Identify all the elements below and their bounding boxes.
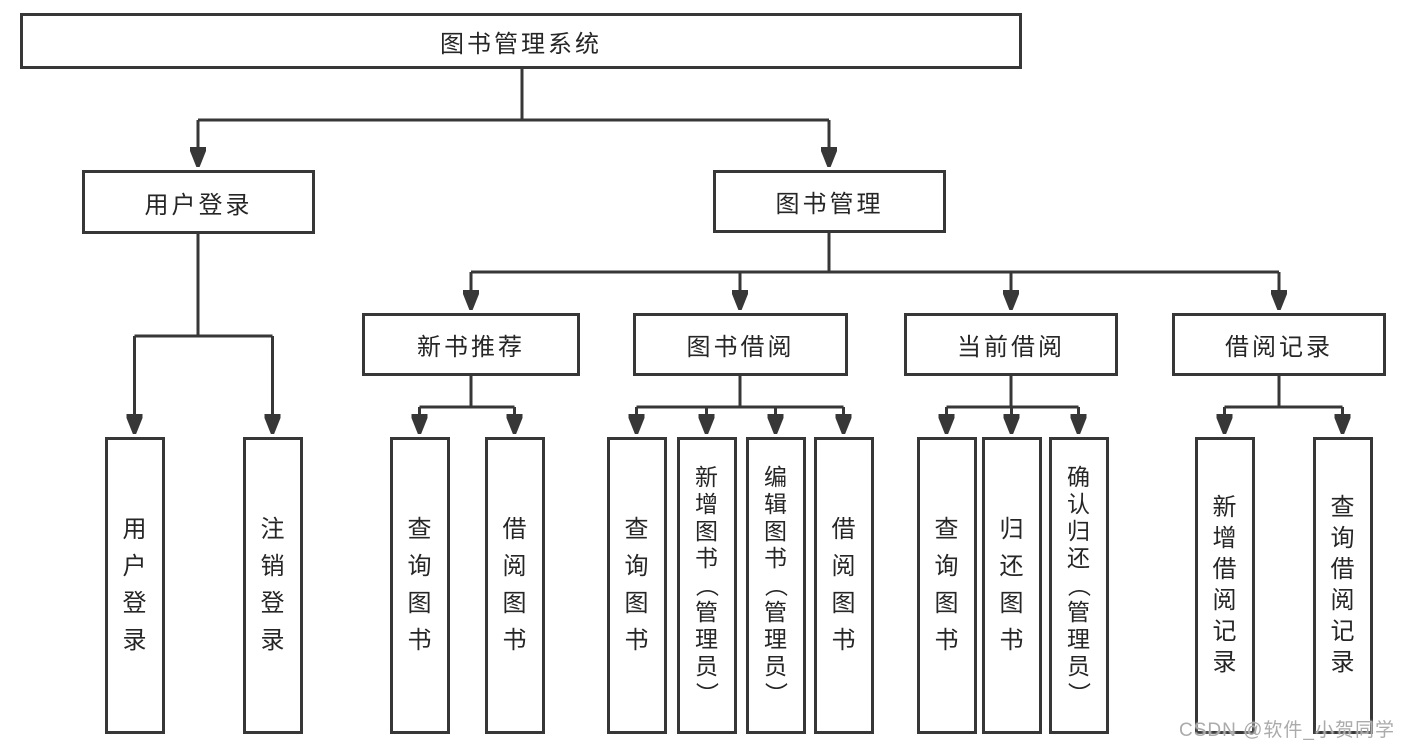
node-book-borrowing: 图书借阅: [633, 313, 848, 376]
node-user-login: 用户登录: [82, 170, 315, 234]
node-library-management-system: 图书管理系统: [20, 13, 1022, 69]
leaf-return-books: 归还图书: [981, 437, 1042, 734]
leaf-add-books-admin: 新增图书（管理员）: [676, 437, 737, 734]
leaf-query-books-borrowing: 查询图书: [606, 437, 667, 734]
leaf-edit-books-admin: 编辑图书（管理员）: [745, 437, 806, 734]
node-borrowing-records: 借阅记录: [1172, 313, 1386, 376]
leaf-borrow-books-recommend: 借阅图书: [484, 437, 545, 734]
csdn-watermark: CSDN @软件_小贺同学: [1179, 720, 1395, 741]
node-new-book-recommendation: 新书推荐: [362, 313, 580, 376]
leaf-user-login: 用户登录: [104, 437, 165, 734]
leaf-query-borrow-record: 查询借阅记录: [1312, 437, 1373, 734]
node-current-borrowing: 当前借阅: [904, 313, 1118, 376]
leaf-confirm-return-admin: 确认归还（管理员）: [1048, 437, 1109, 734]
leaf-query-books-recommend: 查询图书: [389, 437, 450, 734]
node-book-management: 图书管理: [713, 170, 946, 233]
leaf-query-books-current: 查询图书: [916, 437, 977, 734]
leaf-borrow-books: 借阅图书: [813, 437, 874, 734]
leaf-add-borrow-record: 新增借阅记录: [1194, 437, 1255, 734]
leaf-logout: 注销登录: [242, 437, 303, 734]
